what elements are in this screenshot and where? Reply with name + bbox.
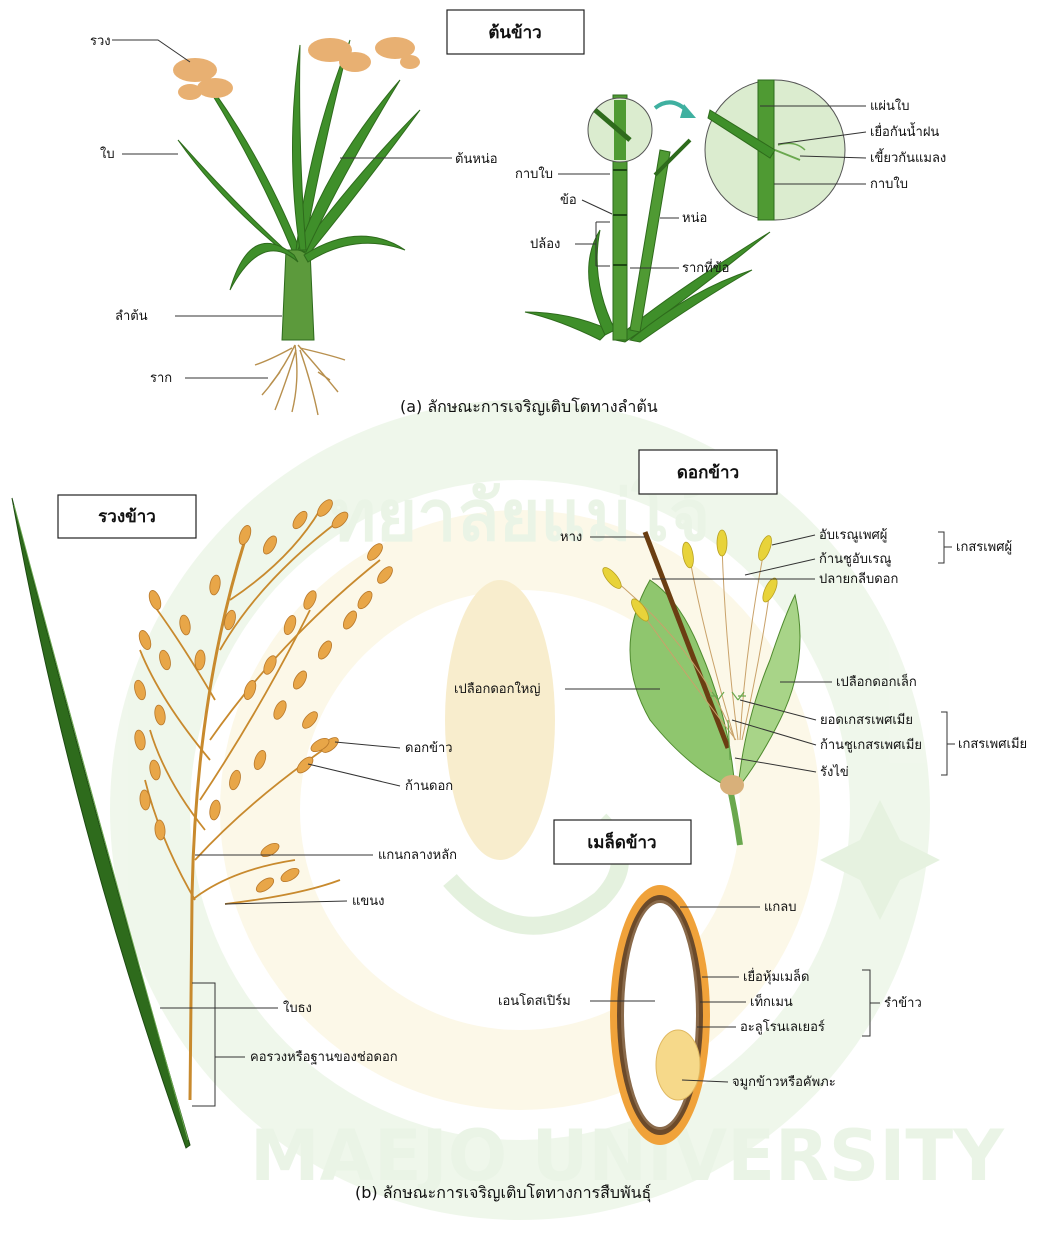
label-pedicel: ก้านดอก	[405, 779, 453, 794]
rice-plant-illustration	[173, 37, 420, 415]
label-embryo: จมูกข้าวหรือคัพภะ	[732, 1074, 836, 1090]
label-style: ก้านชูเกสรเพศเมีย	[820, 737, 922, 753]
label-stigma: ยอดเกสรเพศเมีย	[820, 712, 913, 728]
panicle-title: รวงข้าว	[98, 507, 156, 527]
plant-title-box: ต้นข้าว	[447, 10, 584, 54]
university-watermark: ทยาลัยแม่โจ้ MAEJO UNIVERSITY	[110, 400, 1005, 1220]
label-nodal-root: รากที่ข้อ	[682, 259, 729, 276]
label-testa: เท็กเมน	[750, 992, 793, 1010]
label-tiller: ต้นหน่อ	[455, 152, 498, 167]
flower-title-box: ดอกข้าว	[639, 450, 777, 494]
label-pericarp: เยื่อหุ้มเมล็ด	[743, 967, 809, 985]
label-awn: หาง	[560, 530, 582, 545]
label-internode: ปล้อง	[530, 237, 560, 252]
label-panicle: รวง	[90, 34, 111, 49]
label-pistil-group: เกสรเพศเมีย	[958, 736, 1027, 752]
label-culm: ลำต้น	[115, 309, 148, 324]
label-hull: แกลบ	[764, 900, 796, 915]
caption-b: (b) ลักษณะการเจริญเติบโตทางการสืบพันธุ์	[355, 1183, 651, 1203]
label-auricle: เขี้ยวกันแมลง	[870, 148, 946, 166]
label-endosperm: เอนโดสเปิร์ม	[498, 993, 571, 1009]
label-root: ราก	[150, 371, 172, 386]
label-bran-group: รำข้าว	[884, 996, 922, 1011]
label-branch: แขนง	[352, 894, 385, 909]
caption-a: (a) ลักษณะการเจริญเติบโตทางลำต้น	[400, 397, 658, 416]
label-bud: หน่อ	[682, 211, 707, 226]
label-sheath-zoom: กาบใบ	[870, 176, 908, 192]
stem-detail-illustration	[525, 55, 1015, 345]
label-leaf-blade: แผ่นใบ	[870, 98, 909, 114]
label-flag-leaf: ใบธง	[283, 1000, 312, 1016]
label-main-axis: แกนกลางหลัก	[378, 848, 457, 863]
label-lemma-tip: ปลายกลีบดอก	[819, 571, 898, 587]
label-leaf: ใบ	[100, 146, 115, 162]
embryo	[656, 1030, 700, 1100]
label-lemma: เปลือกดอกใหญ่	[454, 681, 540, 697]
panicle-title-box: รวงข้าว	[58, 495, 196, 538]
seed-title-box: เมล็ดข้าว	[554, 820, 691, 864]
label-palea: เปลือกดอกเล็ก	[836, 672, 917, 690]
label-leaf-sheath: กาบใบ	[515, 166, 553, 182]
flower-title: ดอกข้าว	[677, 463, 739, 483]
roots	[255, 345, 345, 415]
label-aleurone: อะลูโรนเลเยอร์	[740, 1019, 825, 1035]
label-panicle-base: คอรวงหรือฐานของช่อดอก	[250, 1049, 398, 1065]
seed-illustration	[610, 885, 710, 1145]
seed-title: เมล็ดข้าว	[587, 830, 656, 853]
label-ovary: รังไข่	[820, 764, 849, 780]
label-stamen-group: เกสรเพศผู้	[956, 540, 1012, 555]
label-filament: ก้านชูอับเรณู	[819, 552, 891, 567]
plant-title: ต้นข้าว	[488, 23, 541, 43]
label-node: ข้อ	[560, 193, 577, 208]
label-spikelet: ดอกข้าว	[405, 741, 453, 756]
label-ligule: เยื่อกันน้ำฝน	[870, 122, 939, 140]
culm	[282, 250, 314, 340]
label-anther: อับเรณูเพศผู้	[819, 528, 887, 543]
